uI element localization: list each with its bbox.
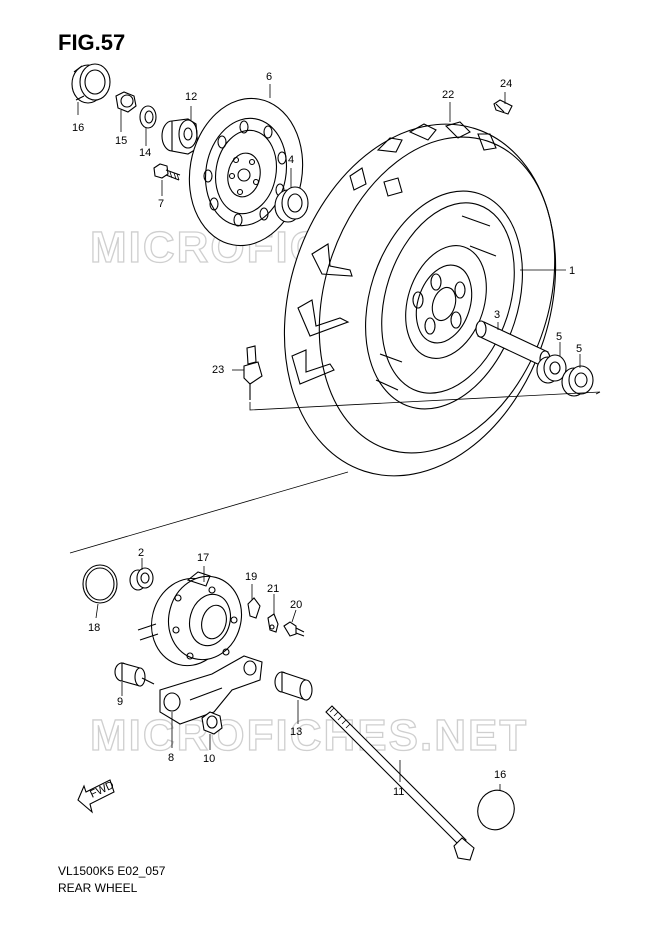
callout-18: 18 [88,622,100,634]
callout-8: 8 [168,752,174,764]
part-20-bolt[interactable] [283,621,305,637]
part-15-nut[interactable] [115,91,137,113]
fwd-arrow-icon: FWD [77,779,116,814]
part-18-o-ring[interactable] [82,564,118,604]
model-code: VL1500K5 E02_057 [58,864,166,878]
part-7-bolt[interactable] [153,163,181,181]
figure-title: FIG.57 [58,30,126,55]
callout-17: 17 [197,552,209,564]
part-9-stud[interactable] [114,662,155,687]
callout-10: 10 [203,753,215,765]
callout-3: 3 [494,309,500,321]
callout-16-top: 16 [72,122,84,134]
part-22-tire[interactable] [241,89,600,512]
part-8-torque-arm[interactable] [159,655,263,725]
callout-5b: 5 [576,343,582,355]
part-11-axle[interactable] [325,705,475,861]
part-10-nut[interactable] [201,711,223,735]
callout-6: 6 [266,71,272,83]
callout-12: 12 [185,91,197,103]
part-5-bearing-b[interactable] [561,365,594,397]
part-2-bearing[interactable] [129,567,154,591]
part-5-bearing-a[interactable] [536,354,567,384]
part-16-cap-top[interactable] [71,63,111,104]
part-14-washer[interactable] [139,105,157,129]
part-19-clip[interactable] [247,597,261,619]
part-21-lock-plate[interactable] [267,613,279,633]
leader-lines [77,84,581,790]
callout-15: 15 [115,135,127,147]
callout-5a: 5 [556,331,562,343]
part-16-cap-bottom[interactable] [472,785,520,835]
callout-4: 4 [288,154,294,166]
callout-1: 1 [569,265,575,277]
part-12-spacer[interactable] [161,118,199,155]
callout-23: 23 [212,364,224,376]
callout-7: 7 [158,198,164,210]
watermark-bottom: MICROFICHES.NET [90,711,528,760]
part-4-bearing[interactable] [274,186,309,223]
callout-16-bottom: 16 [494,769,506,781]
callout-9: 9 [117,696,123,708]
part-1-rim[interactable] [339,171,549,430]
callout-11: 11 [393,786,404,798]
callout-14: 14 [139,147,151,159]
part-17-sprocket-drum[interactable] [137,568,251,674]
part-6-brake-disc[interactable] [178,89,314,254]
callout-24: 24 [500,78,512,90]
callout-19: 19 [245,571,257,583]
callout-22: 22 [442,89,454,101]
part-23-valve[interactable] [243,345,263,400]
part-13-collar[interactable] [274,671,313,701]
callout-21: 21 [267,583,279,595]
callout-20: 20 [290,599,302,611]
part-24-clip[interactable] [493,99,513,115]
callout-13: 13 [290,726,302,738]
section-name: REAR WHEEL [58,881,138,895]
callout-2: 2 [138,547,144,559]
